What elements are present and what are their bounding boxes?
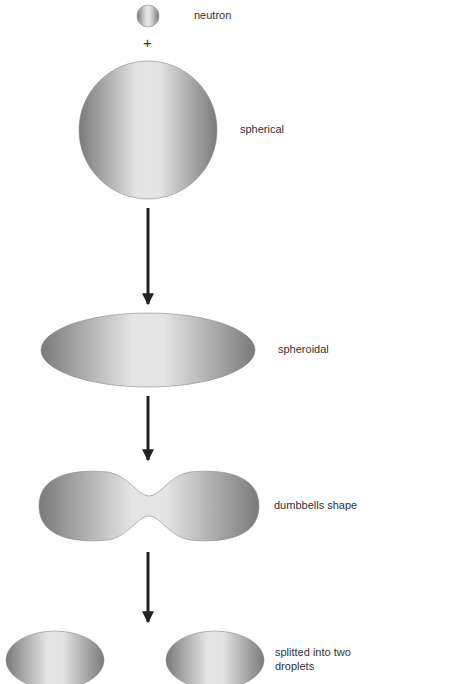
nucleus-shape: neutron: [136, 4, 160, 28]
nucleus-shape: dumbbells shape: [38, 468, 260, 544]
nucleus-drawing: [136, 4, 160, 28]
plus-sign: +: [143, 34, 152, 51]
shape-label: splitted into two droplets: [275, 646, 385, 674]
shape-label: neutron: [194, 9, 284, 23]
nucleus-shape: spheroidal: [40, 312, 256, 388]
nucleus-drawing: [5, 630, 265, 684]
process-arrow: [147, 208, 150, 304]
nucleus-drawing: [40, 312, 256, 388]
process-arrow: [147, 552, 150, 622]
shape-label: spherical: [240, 123, 360, 137]
nucleus-drawing: [78, 60, 218, 200]
nucleus-shape: splitted into two droplets: [5, 630, 265, 684]
nucleus-shape: spherical: [78, 60, 218, 200]
process-arrow: [147, 396, 150, 460]
shape-label: dumbbells shape: [274, 499, 424, 513]
shape-label: spheroidal: [278, 343, 398, 357]
nucleus-drawing: [38, 468, 260, 544]
